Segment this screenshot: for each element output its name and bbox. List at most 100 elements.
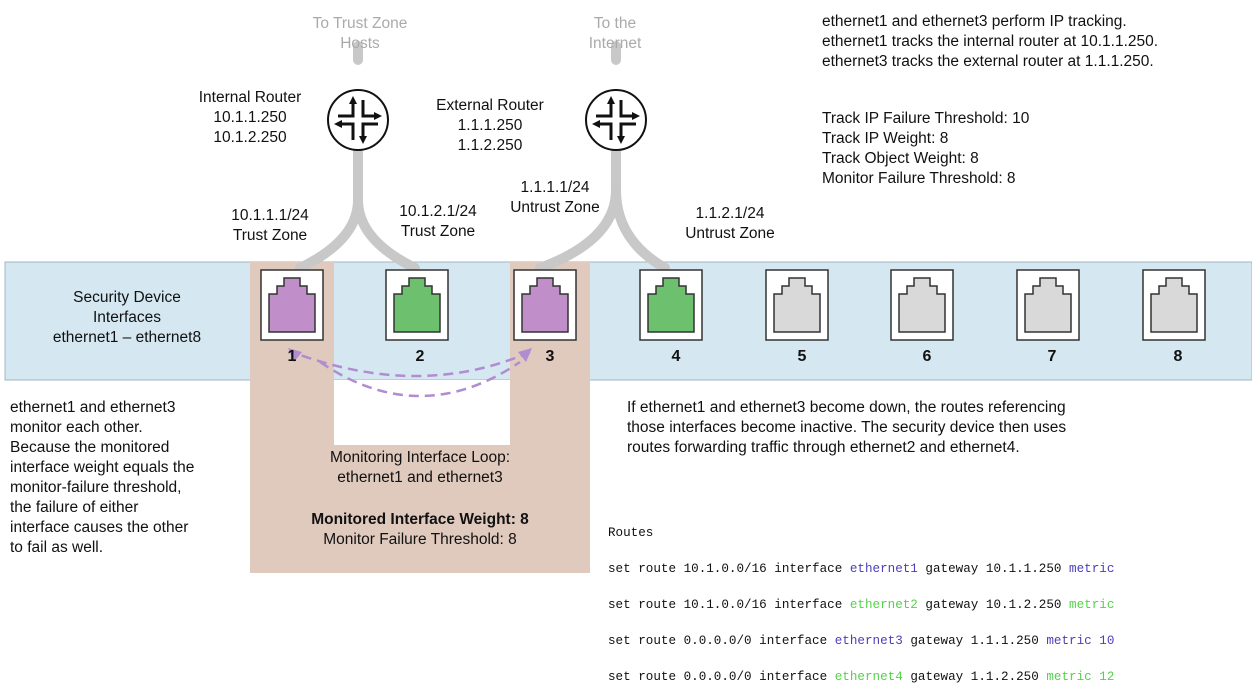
port-number-1: 1: [287, 348, 297, 365]
ethernet-port-8: [1142, 269, 1206, 341]
if2-label: 10.1.2.1/24 Trust Zone: [368, 202, 508, 242]
routes-block: Routes set route 10.1.0.0/16 interface e…: [608, 503, 1114, 695]
cables: [295, 41, 670, 273]
ethernet-port-4: [639, 269, 703, 341]
left-note-line: the failure of either: [10, 499, 139, 516]
loop-title-line2: ethernet1 and ethernet3: [337, 469, 503, 486]
if1-label: 10.1.1.1/24 Trust Zone: [200, 206, 340, 246]
monitored-weight: Monitored Interface Weight: 8: [311, 511, 529, 528]
route-text: set route 0.0.0.0/0 interface: [608, 670, 835, 684]
network-diagram: [4, 41, 1252, 573]
monitor-arc-3-to-1: [291, 350, 531, 378]
route-text: gateway 1.1.1.250: [902, 634, 1047, 648]
tracking-line3: ethernet3 tracks the external router at …: [822, 53, 1154, 70]
external-router-name: External Router: [436, 97, 544, 114]
ethernet-port-1: [260, 269, 324, 341]
route-line-2: set route 10.1.0.0/16 interface ethernet…: [608, 598, 1115, 612]
cable-external-router-port4: [611, 145, 670, 273]
loop-title: Monitoring Interface Loop: ethernet1 and…: [250, 448, 590, 488]
external-router-label: External Router 1.1.1.250 1.1.2.250: [420, 96, 560, 156]
ethernet-port-3: [513, 269, 577, 341]
route-metric: metric: [1069, 598, 1115, 612]
device-label-line2: Interfaces: [92, 309, 162, 326]
external-router-icon: [585, 89, 647, 151]
route-text: set route 10.1.0.0/16 interface: [608, 562, 850, 576]
arc-arrowhead-3: [518, 348, 532, 362]
route-line-3: set route 0.0.0.0/0 interface ethernet3 …: [608, 634, 1115, 648]
monitor-failure-threshold: Monitor Failure Threshold: 8: [323, 531, 517, 548]
tracking-line1: ethernet1 and ethernet3 perform IP track…: [822, 13, 1127, 30]
if4-zone: Untrust Zone: [685, 225, 775, 242]
device-label: Security Device Interfaces ethernet1 – e…: [22, 288, 232, 348]
left-note: ethernet1 and ethernet3 monitor each oth…: [10, 398, 194, 558]
if4-label: 1.1.2.1/24 Untrust Zone: [660, 204, 800, 244]
route-metric: metric 12: [1046, 670, 1115, 684]
internet-label-line1: To the: [593, 15, 637, 32]
route-text: set route 10.1.0.0/16 interface: [608, 598, 850, 612]
port-number-5: 5: [797, 348, 807, 365]
left-note-line: interface causes the other: [10, 519, 189, 536]
left-note-line: monitor-failure threshold,: [10, 479, 182, 496]
monitor-arc-1-to-3: [319, 360, 521, 398]
arc-arrowhead-1: [288, 348, 302, 362]
route-text: gateway 10.1.1.250: [917, 562, 1070, 576]
route-metric: metric 10: [1046, 634, 1115, 648]
external-router-ip1: 1.1.1.250: [457, 117, 523, 134]
threshold-line3: Track Object Weight: 8: [822, 150, 979, 167]
ethernet-port-7: [1016, 269, 1080, 341]
internet-label: To the Internet: [565, 14, 665, 54]
loop-weights: Monitored Interface Weight: 8 Monitor Fa…: [250, 510, 590, 550]
route-line-1: set route 10.1.0.0/16 interface ethernet…: [608, 562, 1115, 576]
route-interface: ethernet2: [849, 598, 918, 612]
port-number-4: 4: [671, 348, 681, 365]
internal-router-name: Internal Router: [198, 89, 302, 106]
down-note-line3: routes forwarding traffic through ethern…: [627, 439, 1020, 456]
route-text: set route 0.0.0.0/0 interface: [608, 634, 835, 648]
route-interface: ethernet4: [834, 670, 903, 684]
trust-hosts-label-line1: To Trust Zone: [312, 15, 408, 32]
left-note-line: interface weight equals the: [10, 459, 195, 476]
cable-internal-router-port2: [353, 145, 420, 273]
external-router-ip2: 1.1.2.250: [457, 137, 523, 154]
left-note-line: to fail as well.: [10, 539, 104, 556]
port-number-2: 2: [415, 348, 425, 365]
internal-router-ip1: 10.1.1.250: [213, 109, 287, 126]
if2-zone: Trust Zone: [400, 223, 476, 240]
trust-hosts-label: To Trust Zone Hosts: [300, 14, 420, 54]
internet-label-line2: Internet: [588, 35, 642, 52]
internal-router-label: Internal Router 10.1.1.250 10.1.2.250: [180, 88, 320, 148]
if3-zone: Untrust Zone: [510, 199, 600, 216]
ethernet-port-2: [385, 269, 449, 341]
loop-gap: [334, 380, 510, 444]
if4-ip: 1.1.2.1/24: [695, 205, 765, 222]
device-label-line1: Security Device: [73, 289, 181, 306]
threshold-line2: Track IP Weight: 8: [822, 130, 949, 147]
device-label-line3: ethernet1 – ethernet8: [52, 329, 202, 346]
left-note-line: Because the monitored: [10, 439, 170, 456]
thresholds-note: Track IP Failure Threshold: 10 Track IP …: [822, 109, 1029, 189]
route-metric: metric: [1069, 562, 1115, 576]
ethernet-port-5: [765, 269, 829, 341]
route-interface: ethernet1: [849, 562, 918, 576]
ports: [260, 269, 1206, 341]
if2-ip: 10.1.2.1/24: [399, 203, 477, 220]
threshold-line1: Track IP Failure Threshold: 10: [822, 110, 1030, 127]
threshold-line4: Monitor Failure Threshold: 8: [822, 170, 1016, 187]
ethernet-port-6: [890, 269, 954, 341]
internal-router-icon: [327, 89, 389, 151]
tracking-note: ethernet1 and ethernet3 perform IP track…: [822, 12, 1158, 72]
port-number-7: 7: [1047, 348, 1057, 365]
route-interface: ethernet3: [834, 634, 903, 648]
port-number-6: 6: [922, 348, 932, 365]
down-note: If ethernet1 and ethernet3 become down, …: [627, 398, 1066, 458]
loop-title-line1: Monitoring Interface Loop:: [329, 449, 511, 466]
route-line-4: set route 0.0.0.0/0 interface ethernet4 …: [608, 670, 1115, 684]
port-number-3: 3: [545, 348, 555, 365]
down-note-line2: those interfaces become inactive. The se…: [627, 419, 1067, 436]
routes-header: Routes: [608, 526, 654, 540]
left-note-line: monitor each other.: [10, 419, 143, 436]
monitor-arcs: [291, 350, 531, 398]
route-text: gateway 1.1.2.250: [902, 670, 1047, 684]
down-note-line1: If ethernet1 and ethernet3 become down, …: [627, 399, 1066, 416]
if1-zone: Trust Zone: [232, 227, 308, 244]
